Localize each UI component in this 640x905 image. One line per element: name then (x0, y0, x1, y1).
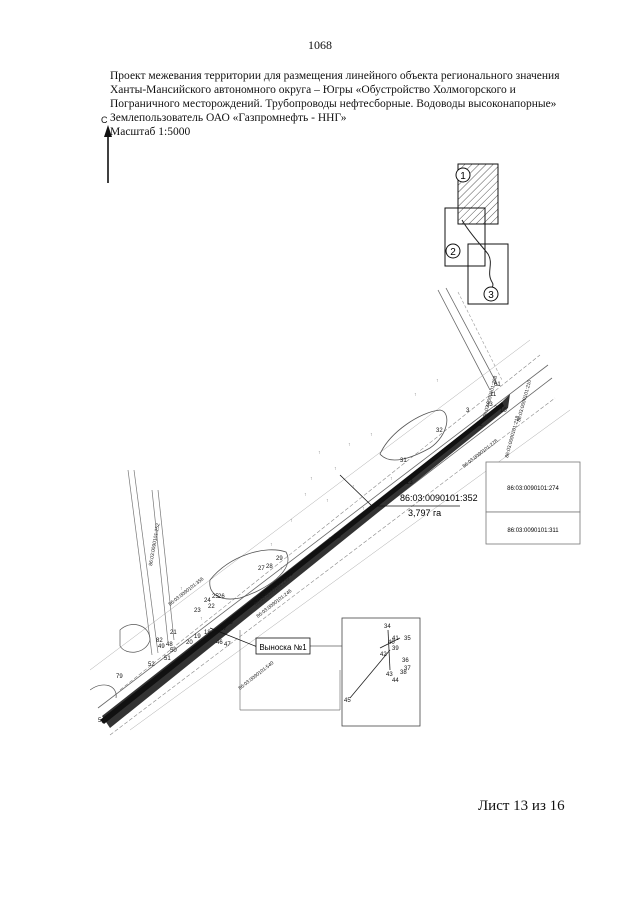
point-label: 14 (286, 572, 293, 578)
road-north (437, 287, 503, 391)
point-label: 41 (392, 636, 399, 642)
callout-annotation: Выноска №1 (209, 617, 421, 727)
svg-text:↑: ↑ (390, 476, 393, 482)
point-label: 17 (220, 626, 227, 632)
document-header: Проект межевания территории для размещен… (110, 69, 610, 139)
point-label: 32 (436, 428, 443, 434)
point-label: 54 (98, 718, 105, 724)
point-label: 50 (170, 648, 177, 654)
svg-text:↑: ↑ (304, 492, 307, 498)
parcel-annotation: 86:03:0090101:352 3,797 га (339, 474, 478, 518)
point-label: 12 (476, 422, 483, 428)
point-label: 38 (400, 670, 407, 676)
svg-text:↑: ↑ (334, 466, 337, 472)
point-label: 19 (194, 634, 201, 640)
svg-text:↑: ↑ (328, 536, 331, 542)
svg-text:↑: ↑ (326, 498, 329, 504)
point-label: 52 (148, 662, 155, 668)
point-label: 61 (494, 382, 501, 388)
point-label: 35 (404, 636, 411, 642)
svg-text:↑: ↑ (348, 442, 351, 448)
point-label: 26 (218, 594, 225, 600)
header-line: Пограничного месторождений. Трубопроводы… (110, 98, 557, 110)
svg-text:↑: ↑ (270, 542, 273, 548)
point-label: 22 (208, 604, 215, 610)
north-arrow-icon (104, 125, 112, 183)
survey-map: 1 2 3 (90, 163, 581, 736)
cadastral-label: 86:03:0090101:540 (238, 660, 276, 691)
svg-text:↑: ↑ (290, 518, 293, 524)
point-label: 42 (380, 652, 387, 658)
point-label: 30 (334, 534, 341, 540)
terrain-areas (90, 409, 448, 699)
point-label: 37 (404, 666, 411, 672)
legend-label: 86:03:0090101:311 (507, 528, 559, 534)
point-label: 31 (400, 458, 407, 464)
point-label: 34 (384, 624, 391, 630)
point-label: 45 (344, 698, 351, 704)
svg-text:↑: ↑ (310, 476, 313, 482)
point-label: 20 (186, 640, 193, 646)
point-label: 28 (266, 564, 273, 570)
sheet-label: Лист 13 из 16 (478, 798, 565, 814)
survey-points: 54 79 52 51 50 82 49 48 21 20 19 18 17 1… (98, 382, 507, 724)
index-sheet-label: 2 (450, 247, 456, 258)
area-label: 3,797 га (408, 508, 441, 518)
point-label: 3 (466, 408, 470, 414)
land-user-line: Землепользователь ОАО «Газпромнефть - НН… (110, 112, 347, 124)
callout-label: Выноска №1 (259, 643, 307, 652)
cadastral-label: 86:03:0090101:210 (516, 379, 533, 422)
point-label: 23 (194, 608, 201, 614)
scale-line: Масштаб 1:5000 (110, 126, 191, 138)
index-sheet-label: 1 (460, 171, 466, 182)
svg-text:↑: ↑ (370, 432, 373, 438)
point-label: 2 (494, 406, 498, 412)
svg-text:↑: ↑ (200, 616, 203, 622)
point-label: 79 (116, 674, 123, 680)
point-label: 40 (388, 640, 395, 646)
point-label: 21 (170, 630, 177, 636)
point-label: 11 (490, 392, 497, 398)
point-label: 24 (204, 598, 211, 604)
svg-text:↑: ↑ (180, 586, 183, 592)
side-roads (127, 469, 341, 711)
header-line: Проект межевания территории для размещен… (110, 70, 560, 82)
header-line: Ханты-Мансийского автономного округа – Ю… (110, 84, 516, 96)
svg-text:↑: ↑ (352, 484, 355, 490)
parcel-label: 86:03:0090101:352 (400, 493, 478, 503)
svg-text:↑: ↑ (414, 392, 417, 398)
point-label: 51 (164, 656, 171, 662)
point-label: 16 (226, 620, 233, 626)
point-label: 47 (224, 642, 231, 648)
point-label: 43 (386, 672, 393, 678)
point-label: 33 (486, 402, 493, 408)
point-label: 44 (392, 678, 399, 684)
point-label: 39 (392, 646, 399, 652)
point-label: 10 (500, 408, 507, 414)
point-label: 25 (212, 594, 219, 600)
point-label: 18 (204, 630, 211, 636)
page-number: 1068 (308, 38, 332, 52)
terrain-marks: ↑ ↑ ↑ ↑ ↑ ↑ ↑ ↑ ↑ ↑ ↑ ↑ ↑ ↑ ↑ ↑ ↑ ↑ (180, 378, 439, 622)
point-label: 13 (406, 480, 413, 486)
callout-points: 34 35 36 37 38 39 40 41 42 43 44 45 (344, 624, 411, 704)
point-label: 49 (158, 644, 165, 650)
cadastral-label: 86:03:0090101:356 (168, 576, 206, 607)
svg-text:↑: ↑ (318, 450, 321, 456)
legend-label: 86:03:0090101:274 (507, 486, 559, 492)
legend-boxes: 86:03:0090101:274 86:03:0090101:311 (485, 461, 581, 545)
svg-text:↑: ↑ (280, 566, 283, 572)
point-label: 82 (156, 638, 163, 644)
index-sheet-label: 3 (488, 290, 494, 301)
point-label: 36 (402, 658, 409, 664)
north-label: С (101, 115, 108, 125)
point-label: 48 (166, 642, 173, 648)
point-label: 29 (276, 556, 283, 562)
index-sheet-overview: 1 2 3 (444, 163, 509, 305)
svg-text:↑: ↑ (362, 506, 365, 512)
point-label: 46 (216, 640, 223, 646)
svg-text:↑: ↑ (436, 378, 439, 384)
point-label: 27 (258, 566, 265, 572)
